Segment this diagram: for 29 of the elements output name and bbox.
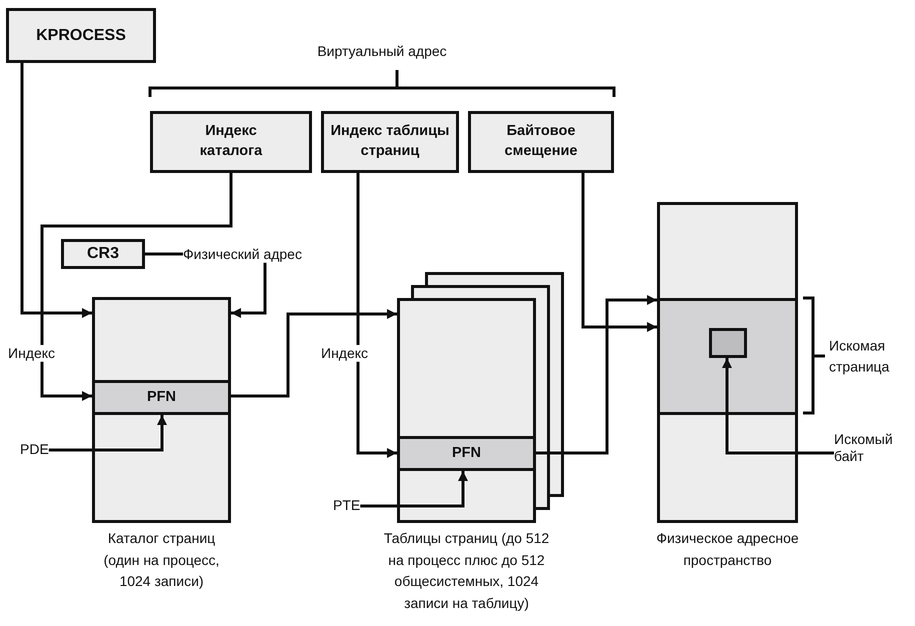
register-box: KPROCESS [6, 8, 156, 63]
annotation-text: PDE [20, 441, 49, 458]
connector-arrow [360, 471, 468, 508]
connector-arrow [356, 362, 397, 458]
connector-arrow [582, 173, 657, 332]
annotation-text: PTE [333, 497, 360, 514]
field-box: Байтовое смещение [468, 111, 614, 173]
connector-arrow [722, 358, 834, 454]
connector-arrow [536, 295, 657, 454]
node-label: Искомая страница [829, 336, 890, 376]
connector-arrow [20, 63, 92, 318]
connector-arrow [48, 415, 167, 452]
connector-arrow [231, 309, 397, 398]
node-label: Физическое адресное пространство [655, 529, 800, 570]
connector-arrow [231, 262, 266, 318]
entry-row: PFN [92, 380, 231, 415]
annotation-text: Индекс [321, 345, 368, 362]
node-label: Каталог страниц (один на процесс, 1024 записи) [102, 529, 220, 592]
entry-row: PFN [397, 436, 536, 471]
field-box: Индекс каталога [150, 111, 312, 173]
address-label: Виртуальный адрес [317, 43, 447, 59]
annotation-text: Индекс [8, 345, 56, 362]
node-label: Таблицы страниц (до 512 на процесс плюс до 512 общесистемных, 1024 записи на таблицу) [382, 529, 550, 614]
annotation-text: Физический адрес [183, 246, 302, 263]
memory-block [709, 328, 747, 358]
field-box: Индекс таблицы страниц [321, 111, 459, 173]
register-box: CR3 [61, 239, 145, 269]
annotation-text: Искомый байт [834, 431, 914, 465]
connector-arrow [40, 362, 92, 401]
